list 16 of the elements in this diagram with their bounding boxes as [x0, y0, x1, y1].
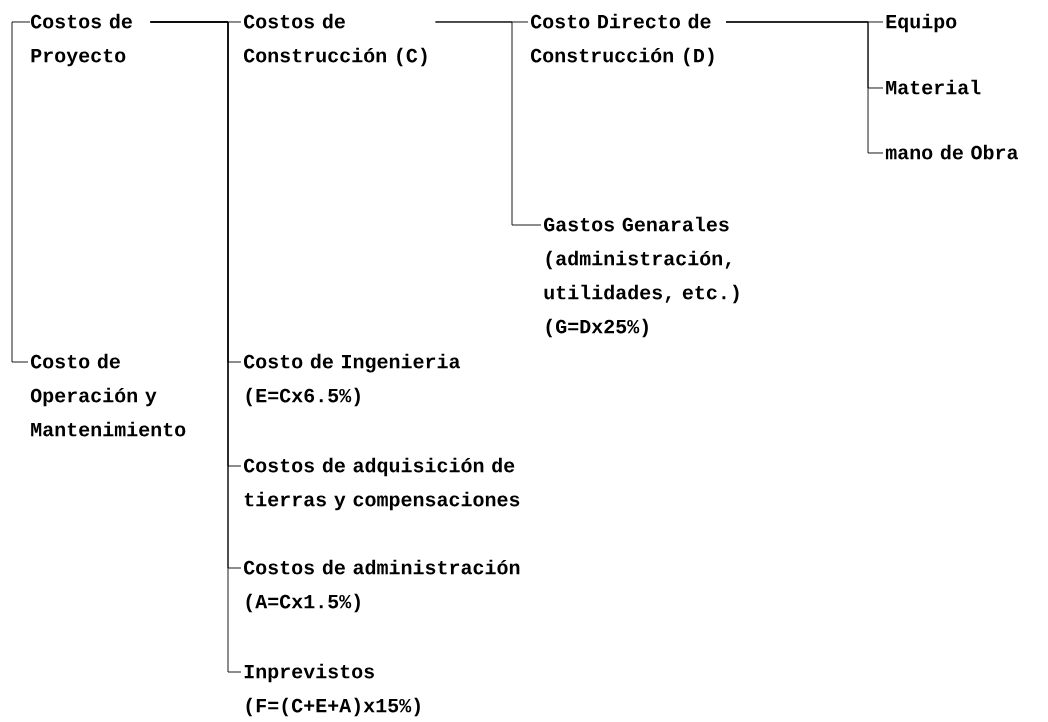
cost-item-text: Costos de Proyecto: [31, 13, 132, 67]
cost-item-text: Costos de administración (A=Cx1.5%): [244, 559, 520, 613]
cost-item-text: Costos de adquisición de tierras y compensaciones: [244, 457, 520, 511]
cost-item-text: Equipo: [886, 13, 957, 33]
cost-item-text: Costo Directo de Construcción (D): [531, 13, 714, 67]
bracket-line: [11, 21, 31, 363]
cost-item-text: Costos de Construcción (C): [244, 13, 427, 67]
cost-item-text: Inprevistos (F=(C+E+A)x15%): [244, 663, 420, 717]
cost-item-text: Gastos Genarales (administración, utilidades, etc.) (G=Dx25%): [544, 216, 739, 338]
cost-item-text: mano de Obra: [885, 144, 1019, 160]
cost-item-text: Material: [886, 79, 981, 95]
connector-line: [725, 21, 884, 154]
cost-item-text: Costo de Ingenieria (E=Cx6.5%): [244, 353, 460, 407]
connector-line: [434, 21, 542, 226]
cost-item-text: Costo de Operación y Mantenimiento: [30, 353, 186, 437]
connector-line: [149, 21, 242, 673]
